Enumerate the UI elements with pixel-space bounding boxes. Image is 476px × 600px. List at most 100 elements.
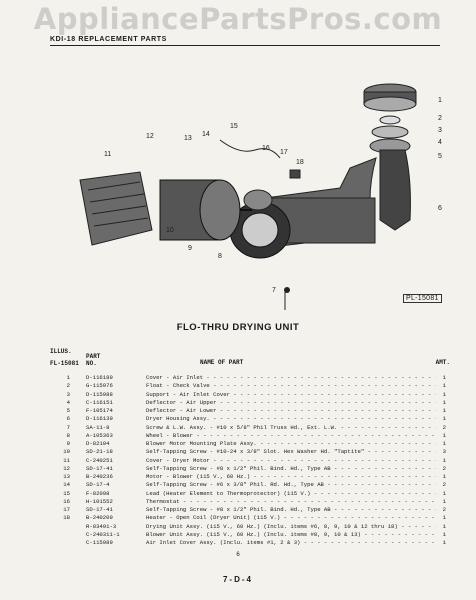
- illus-cell: 11: [63, 456, 70, 464]
- callout-4: 4: [438, 139, 442, 146]
- header-name: NAME OF PART: [200, 359, 244, 366]
- callout-12: 12: [146, 133, 154, 140]
- part-number-cell: C-240251: [86, 456, 113, 464]
- amount-cell: 2: [442, 423, 446, 431]
- callout-18: 18: [296, 159, 304, 166]
- illus-cell: 10: [63, 448, 70, 456]
- part-number-cell: SD-17-41: [86, 464, 113, 472]
- illus-cell: 4: [66, 398, 70, 406]
- part-name-cell: Blower Motor Mounting Plate Assy.: [146, 440, 436, 448]
- part-name-cell: Motor - Blower (115 V., 60 Hz.): [146, 473, 436, 481]
- blower-motor-drawing: [159, 179, 252, 241]
- parts-table: ILLUS. PART FL-15081 NO. NAME OF PART AM…: [50, 348, 450, 547]
- callout-10: 10: [166, 227, 174, 234]
- part-number-cell: C-240311-1: [86, 530, 120, 538]
- table-header: ILLUS. PART FL-15081 NO. NAME OF PART AM…: [50, 348, 450, 374]
- callout-5: 5: [438, 153, 442, 160]
- amount-cell: 1: [442, 440, 446, 447]
- amount-cell: 1: [442, 456, 446, 464]
- illus-cell: 14: [63, 481, 70, 489]
- table-row: 14 SD-17-4 Self-Tapping Screw - #6 x 3/8" …: [50, 481, 450, 489]
- amount-cell: 1: [442, 473, 446, 480]
- illus-cell: 8: [66, 431, 70, 439]
- illus-cell: 18: [63, 514, 70, 522]
- callout-9: 9: [188, 245, 192, 252]
- part-number-cell: D-115988: [86, 390, 113, 398]
- part-name-cell: Heater - Open Coil (Dryer Unit) (115 V.): [146, 514, 436, 522]
- header-amt: AMT.: [435, 359, 450, 366]
- illus-cell: 2: [66, 382, 70, 390]
- illus-cell: 15: [63, 489, 70, 497]
- air-inlet-cover-drawing: [363, 83, 417, 154]
- part-name-cell: Self-Tapping Screw - #8 x 1/2" Phil. Bin…: [146, 465, 436, 473]
- illus-cell: 1: [66, 374, 70, 381]
- part-number-cell: F-105174: [86, 407, 113, 414]
- amount-cell: 3: [442, 448, 446, 456]
- part-number-cell: SA-11-8: [86, 423, 110, 431]
- amount-cell: 1: [442, 390, 446, 398]
- part-name-cell: Air Inlet Cover Assy. (Inclu. items #1, …: [146, 539, 436, 547]
- part-name-cell: Blower Unit Assy. (115 V., 60 Hz.) (Incl…: [146, 531, 436, 539]
- amount-cell: 1: [442, 522, 446, 530]
- callout-16: 16: [262, 145, 270, 152]
- page-number: 6: [236, 552, 240, 558]
- part-name-cell: Cover - Dryer Motor: [146, 457, 436, 465]
- callout-7: 7: [272, 287, 276, 294]
- part-number-cell: B-240236: [86, 473, 113, 480]
- callout-1: 1: [438, 97, 442, 104]
- amount-cell: 2: [442, 464, 446, 472]
- header-illus: ILLUS.: [50, 348, 72, 355]
- part-number-cell: C-115989: [86, 539, 113, 546]
- table-row: C-240311-1 Blower Unit Assy. (115 V., 60 …: [50, 531, 450, 539]
- amount-cell: 1: [442, 530, 446, 538]
- part-name-cell: Deflector - Air Lower: [146, 407, 436, 415]
- page-header: KDI-18 REPLACEMENT PARTS: [50, 36, 440, 46]
- footer-code: 7-D-4: [222, 575, 253, 584]
- amount-cell: 1: [442, 374, 446, 381]
- section-title: FLO-THRU DRYING UNIT: [176, 322, 300, 333]
- callout-3: 3: [438, 127, 442, 134]
- part-name-cell: Self-Tapping Screw - #6 x 3/8" Phil. Rd.…: [146, 481, 436, 489]
- part-name-cell: Drying Unit Assy. (115 V., 60 Hz.) (Incl…: [146, 523, 436, 531]
- illus-cell: 3: [66, 390, 70, 398]
- part-number-cell: D-116139: [86, 415, 113, 423]
- callout-13: 13: [184, 135, 192, 142]
- callout-6: 6: [438, 205, 442, 212]
- part-number-cell: SD-17-4: [86, 481, 110, 489]
- part-number-cell: D-116189: [86, 374, 113, 381]
- illus-cell: 9: [66, 440, 70, 447]
- part-name-cell: Lead (Heater Element to Thermoprotector)…: [146, 490, 436, 498]
- table-row: 16H-101552Thermostat1: [50, 498, 450, 506]
- amount-cell: 1: [442, 489, 446, 497]
- amount-cell: 1: [442, 514, 446, 522]
- part-number-cell: G-115976: [86, 382, 113, 390]
- header-part: PART: [86, 353, 101, 360]
- amount-cell: 1: [442, 539, 446, 546]
- wiring-drawing: [219, 139, 301, 310]
- part-name-cell: Thermostat: [146, 498, 436, 506]
- amount-cell: 1: [442, 407, 446, 414]
- amount-cell: 1: [442, 497, 446, 505]
- header-no: NO.: [86, 360, 97, 367]
- illus-cell: 12: [63, 464, 70, 472]
- part-name-cell: Support - Air Inlet Cover: [146, 391, 436, 399]
- diagram-code: PL-15081: [403, 294, 442, 303]
- illus-cell: 17: [63, 506, 70, 513]
- callout-14: 14: [202, 131, 210, 138]
- callout-8: 8: [218, 253, 222, 260]
- amount-cell: 2: [442, 506, 446, 513]
- table-row: 12 SD-17-41 Self-Tapping Screw - #8 x 1/2"…: [50, 465, 450, 473]
- illus-cell: 13: [63, 473, 70, 480]
- part-number-cell: R-83491-3: [86, 522, 117, 530]
- part-number-cell: H-101552: [86, 497, 113, 505]
